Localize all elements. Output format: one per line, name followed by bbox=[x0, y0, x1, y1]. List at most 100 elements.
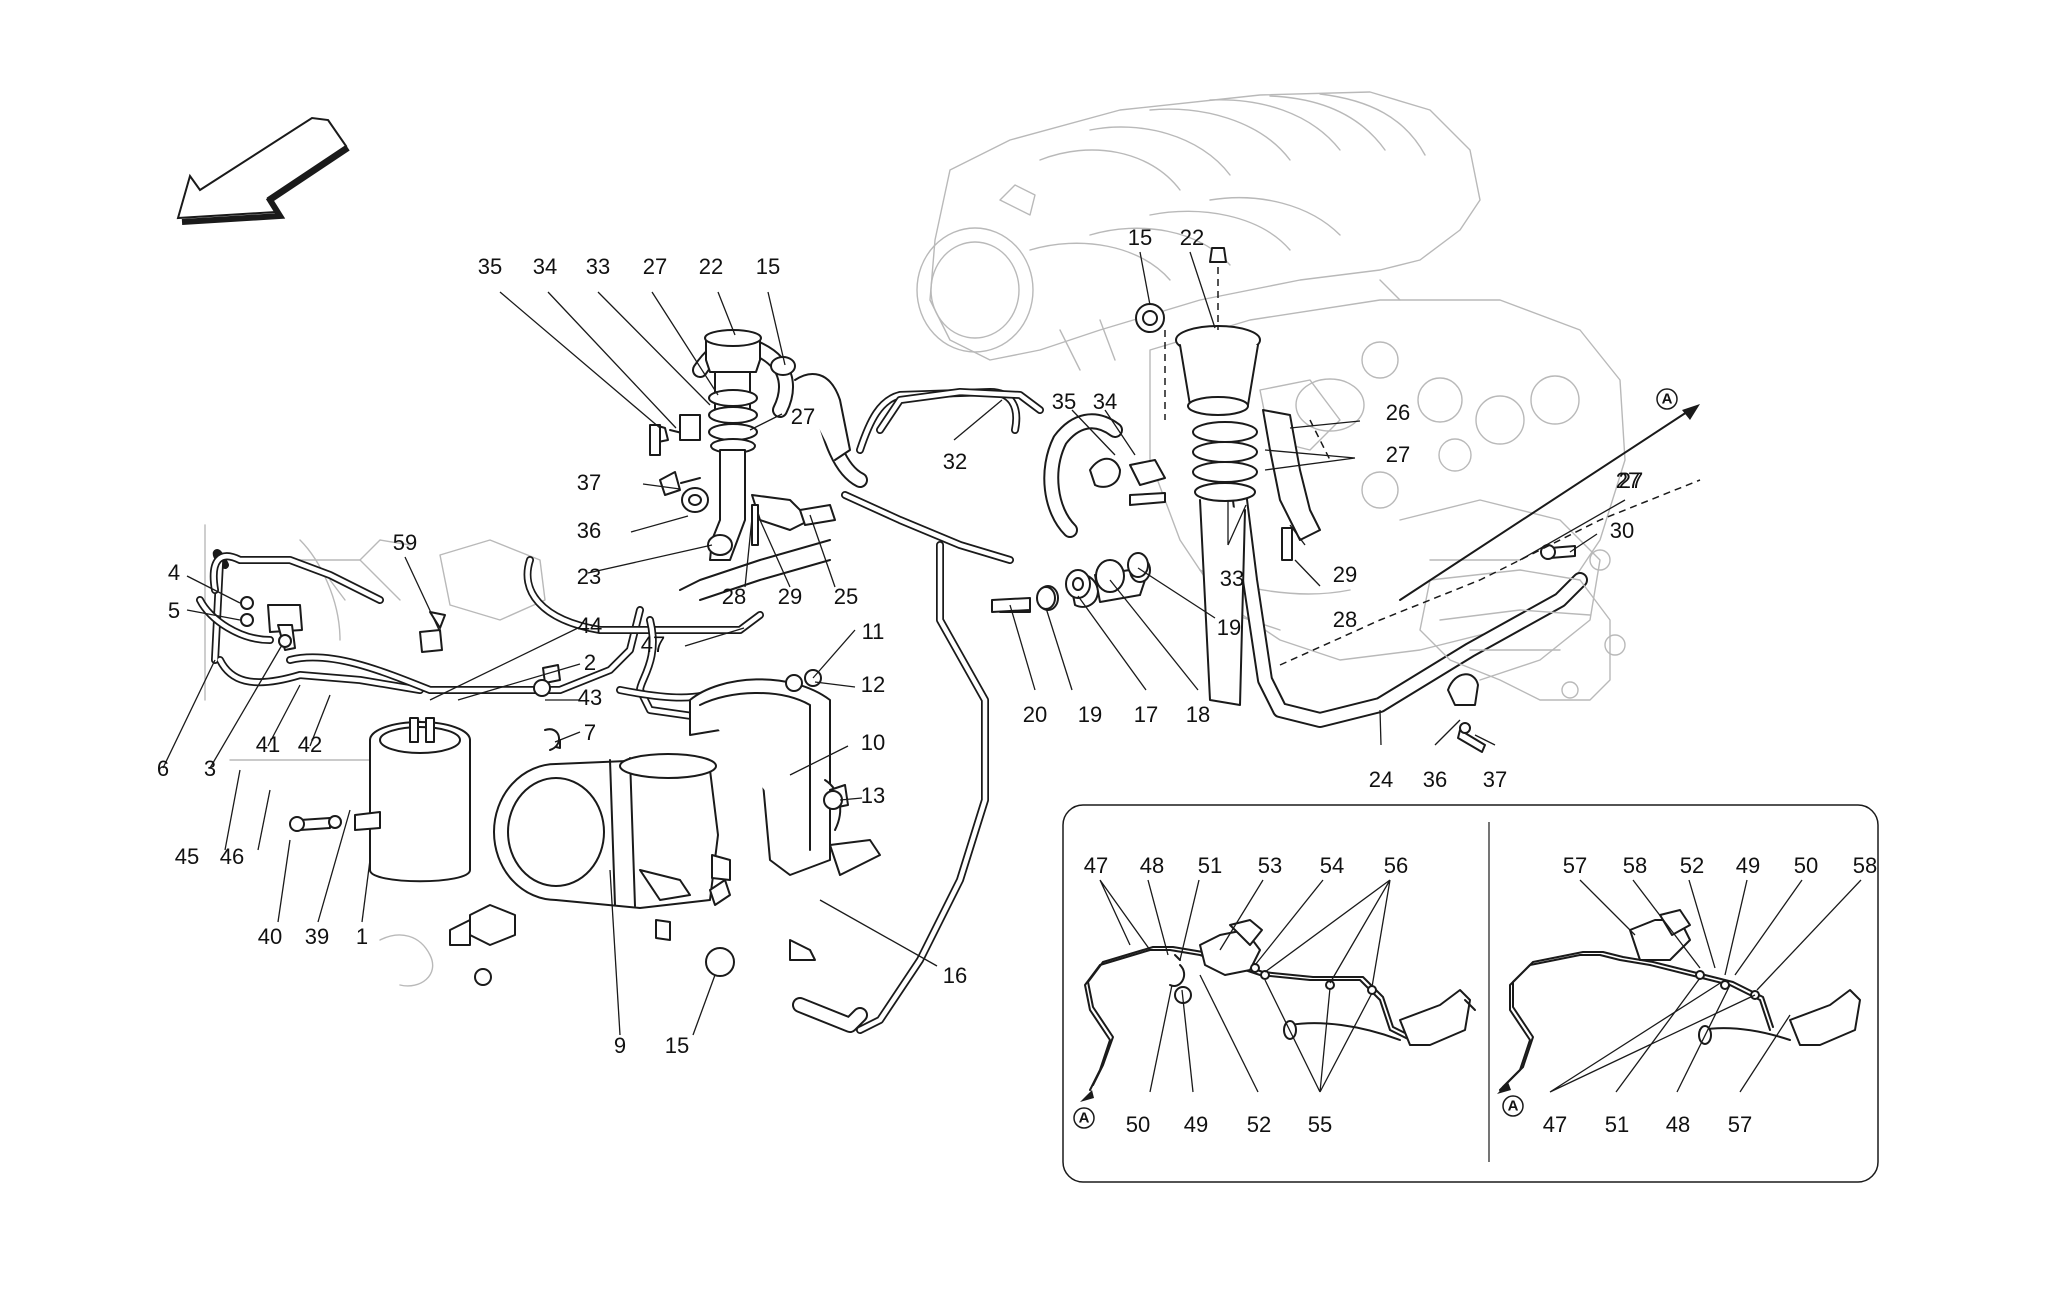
callout-label: 7 bbox=[584, 720, 596, 745]
callout-label: 37 bbox=[577, 470, 601, 495]
callout-label: 15 bbox=[1128, 225, 1152, 250]
callout-label: 33 bbox=[1220, 566, 1244, 591]
detail-right-routing bbox=[1499, 909, 1861, 1091]
callout-label: 35 bbox=[1052, 389, 1076, 414]
callout-label: 37 bbox=[1483, 767, 1507, 792]
callout-label: 48 bbox=[1140, 853, 1164, 878]
callout-label: 40 bbox=[258, 924, 282, 949]
callout-label: 49 bbox=[1184, 1112, 1208, 1137]
exhaust-manifold bbox=[1419, 569, 1626, 701]
callout-label: 10 bbox=[861, 730, 885, 755]
callout-label: 27 bbox=[1386, 442, 1410, 467]
reference-marker-a-left-detail: A bbox=[1073, 1107, 1095, 1129]
callout-label: 25 bbox=[834, 584, 858, 609]
svg-text:A: A bbox=[1079, 1110, 1090, 1127]
callout-label: 39 bbox=[305, 924, 329, 949]
callout-label: 24 bbox=[1369, 767, 1393, 792]
callout-label: 48 bbox=[1666, 1112, 1690, 1137]
pump-fasteners bbox=[991, 552, 1149, 613]
callout-label: 20 bbox=[1023, 702, 1047, 727]
callout-label: 1 bbox=[356, 924, 368, 949]
callout-label: 13 bbox=[861, 783, 885, 808]
callout-label: 29 bbox=[778, 584, 802, 609]
reference-marker-a-top: A bbox=[1656, 388, 1678, 410]
callout-label: 56 bbox=[1384, 853, 1408, 878]
callout-label: 22 bbox=[699, 254, 723, 279]
callout-label: 22 bbox=[1180, 225, 1204, 250]
callout-label: 53 bbox=[1258, 853, 1282, 878]
callout-label: 19 bbox=[1078, 702, 1102, 727]
callout-label: 51 bbox=[1198, 853, 1222, 878]
callout-label: 47 bbox=[1084, 853, 1108, 878]
callout-label: 28 bbox=[1333, 607, 1357, 632]
detail-left-routing bbox=[1084, 919, 1476, 1091]
callout-label: 45 bbox=[175, 844, 199, 869]
callout-label: 42 bbox=[298, 732, 322, 757]
reference-lines bbox=[1164, 330, 1701, 666]
reference-marker-a-right-detail: A bbox=[1502, 1095, 1524, 1117]
callout-label: 17 bbox=[1134, 702, 1158, 727]
callout-label: 2 bbox=[584, 650, 596, 675]
air-delivery-pipe bbox=[841, 388, 1021, 1034]
callout-label: 29 bbox=[1333, 562, 1357, 587]
direction-arrow-icon bbox=[176, 116, 350, 225]
callout-label: 51 bbox=[1605, 1112, 1629, 1137]
callout-label: 35 bbox=[478, 254, 502, 279]
callout-label: 32 bbox=[943, 449, 967, 474]
callout-label: 44 bbox=[578, 613, 602, 638]
callout-label: 57 bbox=[1728, 1112, 1752, 1137]
leader-lines bbox=[162, 251, 1862, 1093]
vacuum-lines bbox=[196, 549, 784, 724]
callout-labels-detail: 47 48 51 53 54 56 50 49 52 55 57 58 52 4… bbox=[1084, 853, 1877, 1137]
callout-label: 27 bbox=[1619, 468, 1643, 493]
detail-arrow-icons bbox=[1080, 1082, 1511, 1102]
callout-label: 27 bbox=[791, 404, 815, 429]
callout-label: 50 bbox=[1794, 853, 1818, 878]
heat-shield bbox=[689, 678, 881, 876]
callout-label: 50 bbox=[1126, 1112, 1150, 1137]
callout-label: 47 bbox=[1543, 1112, 1567, 1137]
callout-label: 23 bbox=[577, 564, 601, 589]
callout-label: 41 bbox=[256, 732, 280, 757]
callout-label: 52 bbox=[1680, 853, 1704, 878]
callout-label: 16 bbox=[943, 963, 967, 988]
callout-label: 57 bbox=[1563, 853, 1587, 878]
callout-label: 47 bbox=[641, 632, 665, 657]
intake-manifold-ghost bbox=[916, 91, 1481, 371]
left-air-valve bbox=[704, 329, 762, 561]
callout-label: 27 bbox=[643, 254, 667, 279]
callout-label: 43 bbox=[578, 685, 602, 710]
callout-label: 28 bbox=[722, 584, 746, 609]
callout-label: 49 bbox=[1736, 853, 1760, 878]
filter-canister bbox=[289, 717, 471, 883]
callout-label: 54 bbox=[1320, 853, 1344, 878]
callout-label: 36 bbox=[1423, 767, 1447, 792]
callout-labels-main: 35 34 33 27 22 15 27 37 36 23 28 29 25 4… bbox=[157, 225, 1643, 1058]
air-pump bbox=[449, 753, 731, 986]
callout-label: 9 bbox=[614, 1033, 626, 1058]
pipe-32 bbox=[876, 388, 1044, 434]
callout-label: 52 bbox=[1247, 1112, 1271, 1137]
callout-label: 11 bbox=[862, 619, 885, 644]
callout-label: 59 bbox=[393, 530, 417, 555]
callout-label: 36 bbox=[577, 518, 601, 543]
callout-label: 4 bbox=[168, 560, 180, 585]
right-air-valve bbox=[1089, 247, 1321, 706]
pipe-47-left bbox=[679, 539, 831, 601]
callout-label: 26 bbox=[1386, 400, 1410, 425]
callout-label: 12 bbox=[861, 672, 885, 697]
callout-label: 3 bbox=[204, 756, 216, 781]
callout-label: 55 bbox=[1308, 1112, 1332, 1137]
left-hose-clamps bbox=[654, 356, 851, 546]
callout-label: 15 bbox=[665, 1033, 689, 1058]
callout-label: 15 bbox=[756, 254, 780, 279]
callout-label: 58 bbox=[1853, 853, 1877, 878]
callout-label: 18 bbox=[1186, 702, 1210, 727]
callout-label: 5 bbox=[168, 598, 180, 623]
svg-text:A: A bbox=[1662, 391, 1673, 408]
callout-label: 34 bbox=[533, 254, 557, 279]
callout-label: 19 bbox=[1217, 615, 1241, 640]
callout-label: 6 bbox=[157, 756, 169, 781]
solenoid-valve bbox=[240, 596, 446, 653]
